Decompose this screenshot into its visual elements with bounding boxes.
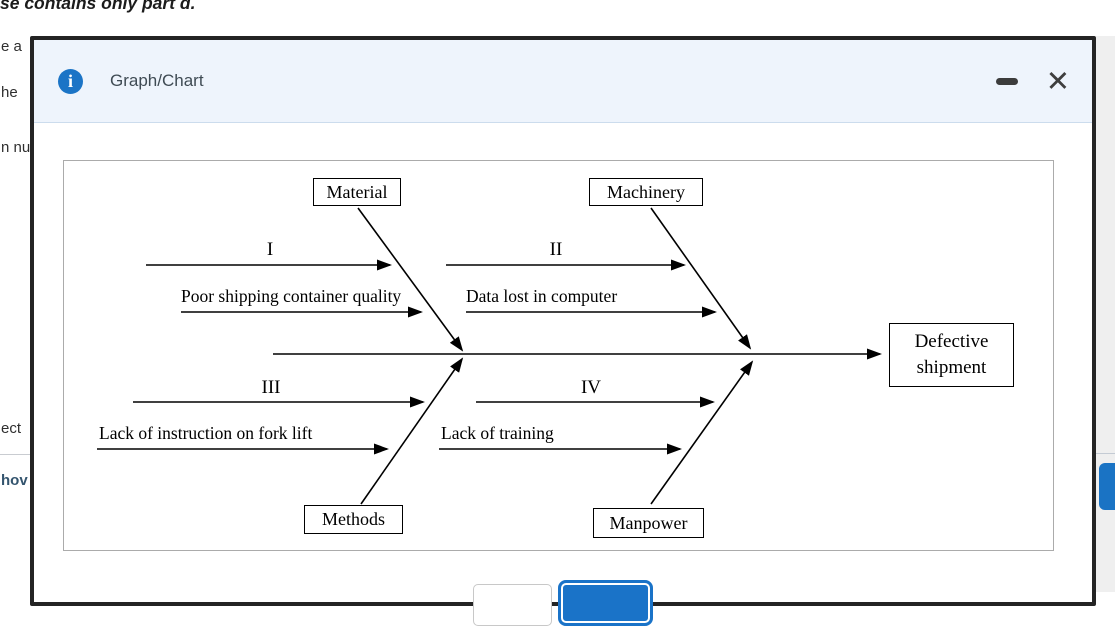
background-text-fragment: e a: [1, 38, 22, 55]
cause-text-training: Lack of training: [441, 423, 554, 443]
fishbone-diagram-panel: Material Machinery Methods Manpower Defe…: [63, 160, 1054, 551]
background-link-fragment: hov: [1, 472, 28, 489]
background-page-button[interactable]: [1099, 463, 1115, 510]
background-divider: [1096, 453, 1115, 454]
cause-text-shipping-quality: Poor shipping container quality: [181, 286, 402, 306]
manpower-bone: [650, 360, 754, 505]
effect-line: shipment: [916, 357, 987, 378]
branch-label-II: II: [549, 239, 563, 260]
background-question-text: se contains only part d.: [0, 0, 196, 13]
background-divider: [0, 454, 30, 455]
close-icon[interactable]: ✕: [1045, 64, 1070, 98]
branch-label-I: I: [266, 239, 274, 260]
background-text-fragment: n nu: [1, 139, 31, 156]
methods-bone: [360, 357, 464, 505]
effect-box-defective-shipment: Defective shipment: [889, 323, 1014, 387]
machinery-bone: [650, 207, 752, 350]
branch-label-III: III: [261, 377, 281, 398]
category-box-manpower: Manpower: [593, 508, 704, 538]
fishbone-diagram-lines: [97, 207, 882, 505]
material-bone: [357, 207, 464, 352]
dialog-primary-button[interactable]: [558, 580, 653, 626]
minimize-icon[interactable]: [996, 78, 1018, 85]
category-box-methods: Methods: [304, 505, 403, 534]
background-text-fragment: ect: [1, 420, 22, 437]
background-text-fragment: he: [1, 84, 18, 101]
branch-label-IV: IV: [580, 377, 602, 398]
graph-chart-dialog: i Graph/Chart ✕: [30, 36, 1096, 626]
category-box-material: Material: [313, 178, 401, 206]
cause-text-data-lost: Data lost in computer: [466, 286, 618, 306]
cause-text-fork-lift: Lack of instruction on fork lift: [99, 423, 313, 443]
effect-line: Defective: [914, 331, 989, 352]
dialog-title: Graph/Chart: [110, 71, 204, 90]
category-box-machinery: Machinery: [589, 178, 703, 206]
dialog-header: i Graph/Chart ✕: [34, 40, 1092, 123]
info-icon: i: [58, 69, 83, 94]
dialog-secondary-button[interactable]: [473, 584, 552, 626]
